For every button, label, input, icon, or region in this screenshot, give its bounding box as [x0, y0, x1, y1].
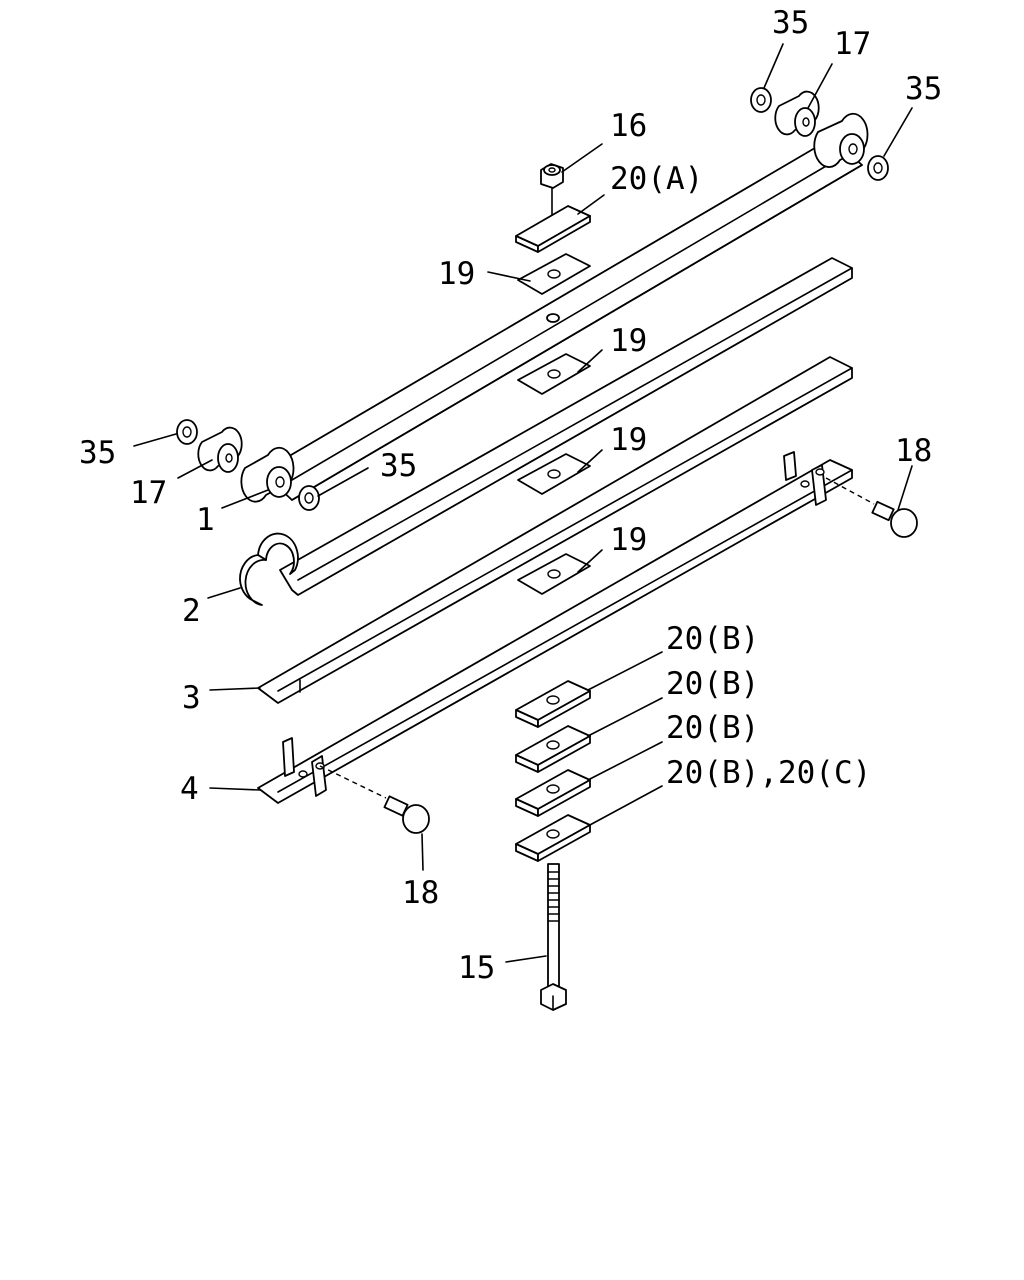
callout-15: 15 [458, 950, 495, 986]
callout-35-top-right: 35 [905, 71, 942, 107]
callout-35-mid-left: 35 [79, 435, 116, 471]
callout-19-d: 19 [610, 522, 647, 558]
washer-35-top-left [750, 87, 772, 113]
spacer-20b-20c [515, 814, 591, 862]
leaf-spring-4 [257, 451, 853, 804]
pad-19-b [517, 353, 591, 395]
callout-35-mid: 35 [380, 448, 417, 484]
callout-19-b: 19 [610, 323, 647, 359]
spacer-20b-2 [515, 725, 591, 773]
washer-35-mid [298, 485, 320, 511]
callout-20a: 20(A) [610, 161, 703, 197]
leader-lines [133, 43, 913, 963]
leaf-spring-1 [240, 112, 869, 503]
callout-20b-1: 20(B) [666, 621, 759, 657]
bushing-17-top [774, 90, 820, 137]
bushing-17-mid [197, 426, 243, 473]
callout-35-top-left: 35 [772, 5, 809, 41]
callout-1: 1 [196, 502, 215, 538]
spacer-20b-3 [515, 769, 591, 817]
callout-labels: 35 17 35 16 20(A) 19 19 19 19 35 17 1 35… [79, 5, 942, 986]
callout-3: 3 [182, 680, 201, 716]
callout-20b-2: 20(B) [666, 666, 759, 702]
callout-20b-3: 20(B) [666, 710, 759, 746]
leaf-spring-3 [257, 356, 853, 704]
callout-17-mid: 17 [130, 475, 167, 511]
callout-19-c: 19 [610, 422, 647, 458]
pad-19-a [517, 253, 591, 295]
callout-19-a: 19 [438, 256, 475, 292]
spacer-20b-1 [515, 680, 591, 728]
washer-35-mid-left [176, 419, 198, 445]
washer-35-top-right [867, 155, 889, 181]
callout-16: 16 [610, 108, 647, 144]
leaf-spring-2 [239, 257, 853, 606]
pad-19-d [517, 553, 591, 595]
bolt-18-right [825, 477, 918, 538]
callout-4: 4 [180, 771, 199, 807]
center-bolt-15 [540, 863, 567, 1011]
callout-18-bottom: 18 [402, 875, 439, 911]
callout-20b-20c: 20(B),20(C) [666, 755, 871, 791]
spacer-20a [515, 205, 591, 253]
pad-19-c [517, 453, 591, 495]
callout-18-right: 18 [895, 433, 932, 469]
bolt-18-bottom [319, 765, 430, 834]
callout-17-top: 17 [834, 26, 871, 62]
callout-2: 2 [182, 593, 201, 629]
